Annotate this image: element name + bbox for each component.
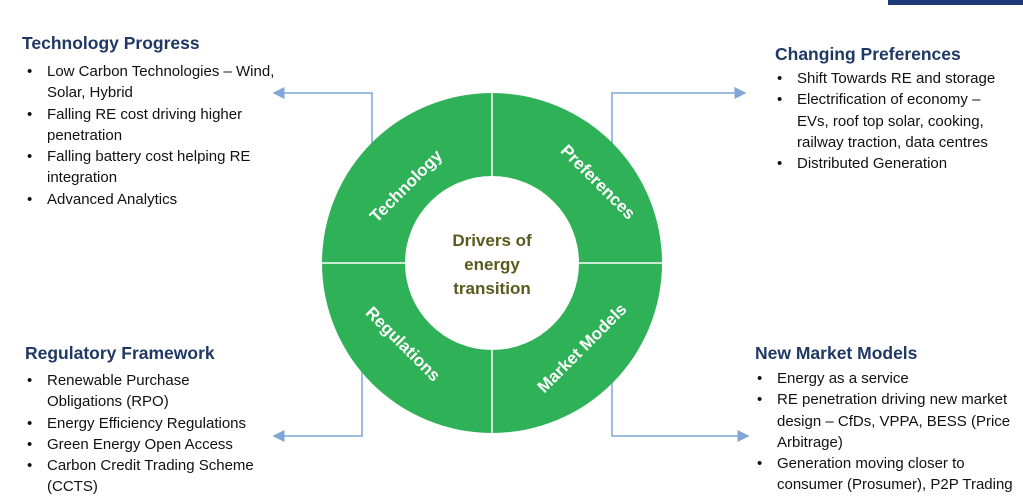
connector-market-models [611, 360, 750, 442]
center-line-1: Drivers of [452, 231, 532, 250]
line: EVs, roof top solar, cooking, [797, 112, 984, 130]
line: Energy as a service [777, 370, 909, 387]
list-item: RE penetration driving new market design … [757, 389, 1013, 453]
list-item: Falling battery cost helping RE integrati… [27, 146, 274, 189]
line: Distributed Generation [797, 155, 948, 173]
new-market-models-title: New Market Models [755, 343, 918, 363]
list-item: Energy Efficiency Regulations [27, 413, 254, 435]
list-item: Green Energy Open Access [27, 434, 254, 456]
line: Low Carbon Technologies – Wind, [47, 63, 275, 80]
line: Advanced Analytics [47, 190, 178, 208]
line: Renewable Purchase [47, 372, 190, 389]
regulatory-framework-title: Regulatory Framework [25, 343, 215, 363]
changing-preferences-list: Shift Towards RE and storage Electrifica… [777, 68, 996, 175]
line: consumer (Prosumer), P2P Trading [777, 476, 1013, 494]
line: Green Energy Open Access [47, 435, 233, 453]
line: Falling RE cost driving higher [47, 105, 243, 123]
line: (CCTS) [47, 478, 98, 496]
technology-progress-title: Technology Progress [22, 33, 200, 53]
line: Generation moving closer to [777, 455, 965, 473]
list-item: Low Carbon Technologies – Wind, Solar, Hy… [27, 61, 274, 104]
changing-preferences-title: Changing Preferences [775, 44, 961, 64]
list-item: Energy as a service [757, 368, 1013, 390]
line: RE penetration driving new market [777, 391, 1008, 409]
line: railway traction, data centres [797, 133, 988, 151]
line: Carbon Credit Trading Scheme [47, 457, 254, 475]
new-market-models-list: Energy as a service RE penetration drivi… [757, 368, 1013, 496]
list-item: Carbon Credit Trading Scheme (CCTS) [27, 455, 254, 498]
list-item: Falling RE cost driving higher penetratio… [27, 104, 274, 147]
list-item: Distributed Generation [777, 153, 995, 175]
line: Falling battery cost helping RE [47, 148, 251, 166]
line: design – CfDs, VPPA, BESS (Price [777, 412, 1011, 430]
technology-progress-list: Low Carbon Technologies – Wind, Solar, Hy… [27, 61, 274, 210]
line: Solar, Hybrid [47, 84, 133, 102]
list-item: Shift Towards RE and storage [777, 68, 996, 90]
connector-preferences [611, 87, 747, 170]
line: Shift Towards RE and storage [797, 70, 996, 87]
line: Arbitrage) [777, 433, 843, 451]
connector-regulations [272, 360, 363, 442]
center-line-2: energy [464, 255, 520, 274]
list-item: Advanced Analytics [27, 189, 274, 211]
line: Electrification of economy – [797, 91, 981, 109]
center-line-3: transition [453, 279, 530, 298]
line: Energy Efficiency Regulations [47, 414, 246, 432]
center-circle [405, 176, 579, 350]
header-banner [888, 0, 1023, 5]
line: penetration [47, 126, 123, 144]
list-item: Electrification of economy – EVs, roof to… [777, 89, 995, 153]
line: Obligations (RPO) [47, 393, 169, 411]
connector-technology [272, 87, 373, 170]
list-item: Generation moving closer to consumer (Pro… [757, 453, 1013, 496]
line: integration [47, 169, 118, 187]
